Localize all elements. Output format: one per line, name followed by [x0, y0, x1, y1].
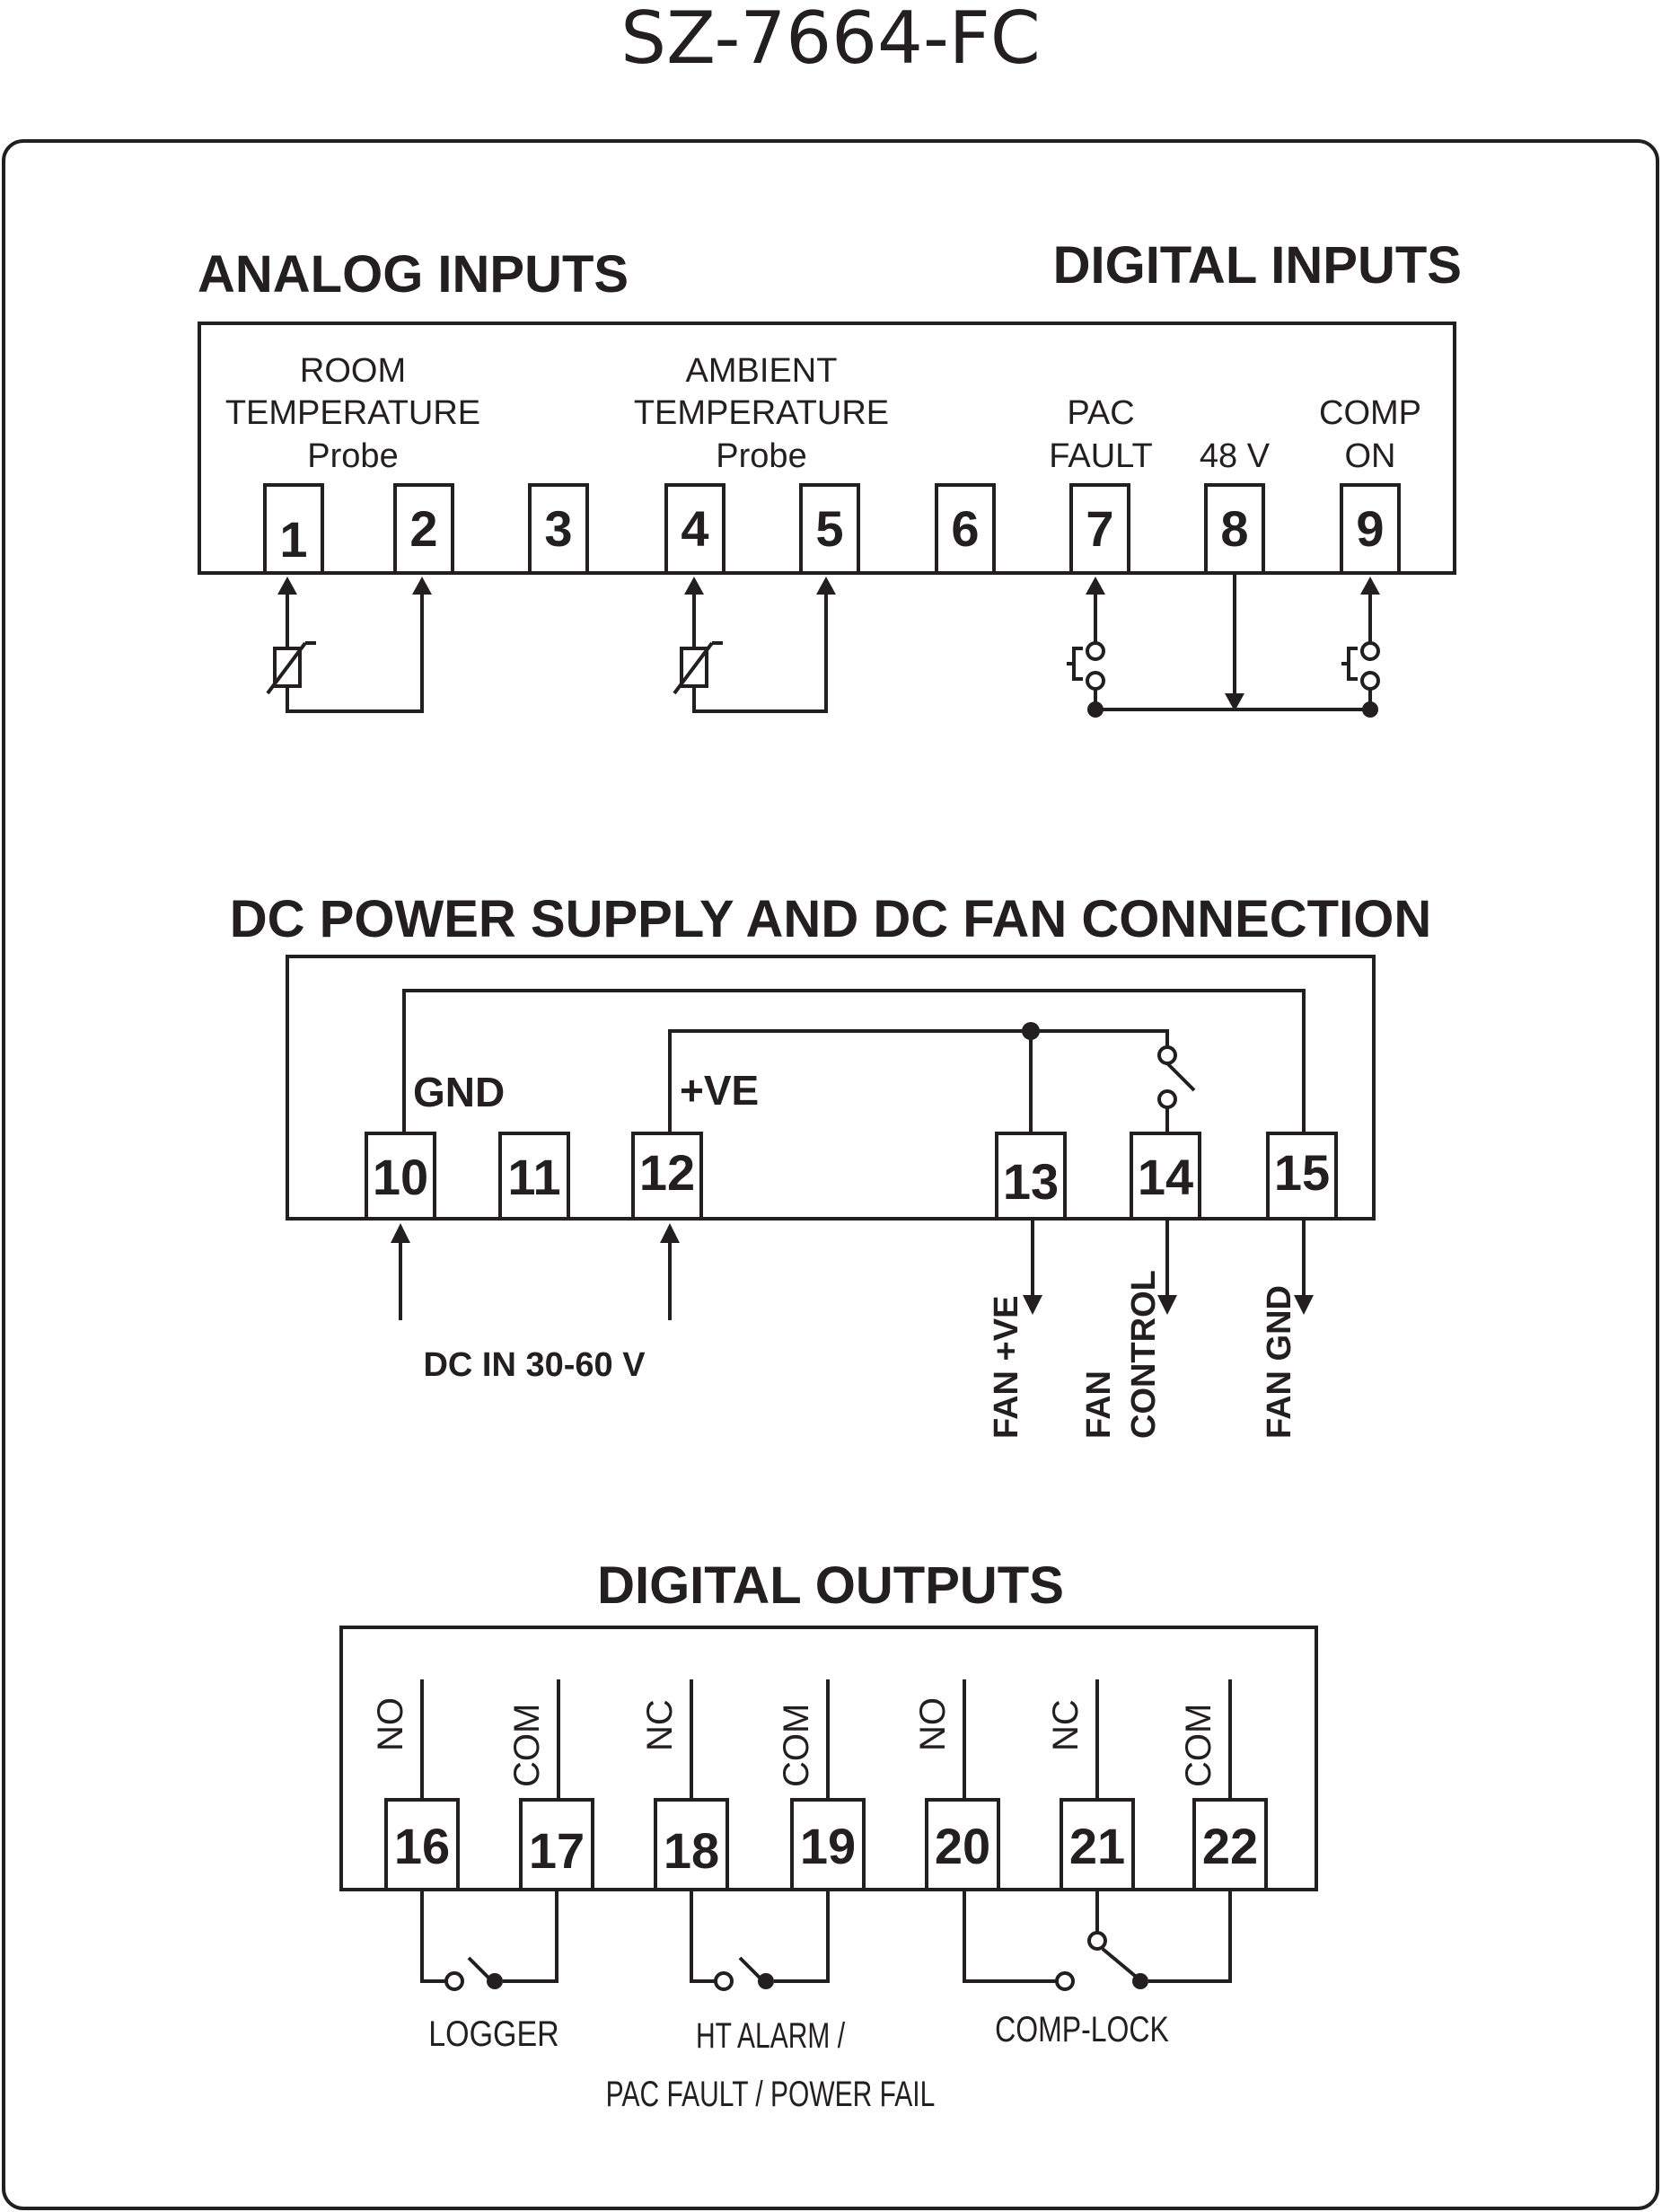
ht-alarm-label-2: PAC FAULT / POWER FAIL	[606, 2075, 936, 2114]
comp-lock-label: COMP-LOCK	[995, 2009, 1169, 2049]
ambient-label-3: Probe	[716, 437, 806, 475]
ambient-probe-wiring	[673, 577, 836, 713]
terminal-number: 9	[1356, 500, 1384, 557]
terminal-number: 11	[507, 1149, 560, 1205]
terminal-18: 18	[654, 1798, 729, 1891]
fan-gnd-label: FAN GND	[1261, 1285, 1298, 1439]
v48-label: 48 V	[1200, 437, 1271, 475]
terminal-number: 5	[815, 500, 843, 557]
ve-label: +VE	[680, 1067, 759, 1114]
terminal-number: 2	[409, 500, 437, 557]
terminal-number: 6	[951, 500, 979, 557]
logger-label: LOGGER	[428, 2013, 558, 2053]
room-probe-wiring	[266, 577, 432, 713]
digital-inputs-title: DIGITAL INPUTS	[1053, 236, 1462, 295]
terminal-20: 20	[925, 1798, 1000, 1891]
room-label-1: ROOM	[300, 352, 406, 390]
terminal-21: 21	[1060, 1798, 1135, 1891]
terminal-22: 22	[1192, 1798, 1268, 1891]
comp-on-label-2: ON	[1345, 437, 1396, 475]
terminal-number: 7	[1086, 500, 1113, 557]
terminal-number: 15	[1274, 1144, 1330, 1201]
terminal-17: 17	[519, 1798, 594, 1891]
digital-input-wiring	[1067, 573, 1380, 718]
terminal-2: 2	[393, 483, 454, 575]
terminal-11: 11	[498, 1132, 570, 1221]
fan-output-arrows	[1023, 1219, 1314, 1315]
contact-label: COM	[1179, 1704, 1218, 1787]
terminal-4: 4	[664, 483, 725, 575]
dc-in-label: DC IN 30-60 V	[423, 1346, 646, 1384]
terminal-15: 15	[1266, 1132, 1338, 1221]
terminal-8: 8	[1204, 483, 1265, 575]
pac-fault-label-2: FAULT	[1049, 437, 1152, 475]
logger-relay	[420, 1890, 558, 1991]
power-terminal-block	[286, 955, 1376, 1221]
power-section-title: DC POWER SUPPLY AND DC FAN CONNECTION	[230, 890, 1431, 948]
contact-label: NO	[913, 1697, 953, 1751]
fan-control-label-2: CONTROL	[1125, 1270, 1163, 1439]
ht-alarm-relay	[690, 1890, 830, 1991]
terminal-number: 21	[1069, 1818, 1125, 1874]
room-label-2: TEMPERATURE	[225, 394, 480, 432]
dc-in-arrows	[391, 1223, 680, 1320]
terminal-1: 1	[263, 483, 324, 575]
terminal-16: 16	[384, 1798, 460, 1891]
comp-lock-relay	[963, 1890, 1232, 1991]
terminal-13: 13	[995, 1132, 1067, 1221]
terminal-10: 10	[365, 1132, 436, 1221]
analog-inputs-title: ANALOG INPUTS	[198, 245, 629, 304]
contact-label: NC	[1046, 1699, 1086, 1751]
terminal-19: 19	[790, 1798, 866, 1891]
terminal-9: 9	[1340, 483, 1401, 575]
device-title: SZ-7664-FC	[620, 0, 1040, 80]
ambient-label-1: AMBIENT	[686, 352, 838, 390]
gnd-wire	[402, 989, 1306, 1133]
ht-alarm-label-1: HT ALARM /	[696, 2016, 845, 2056]
terminal-5: 5	[799, 483, 860, 575]
terminal-number: 16	[394, 1818, 450, 1874]
fan-ve-label: FAN +VE	[988, 1296, 1025, 1439]
room-label-3: Probe	[307, 437, 398, 475]
terminal-3: 3	[528, 483, 589, 575]
terminal-number: 1	[279, 511, 307, 568]
terminal-number: 17	[529, 1822, 585, 1879]
terminal-number: 19	[800, 1818, 856, 1874]
terminal-number: 13	[1003, 1153, 1059, 1210]
outer-frame	[2, 139, 1659, 2210]
terminal-number: 20	[935, 1818, 990, 1874]
terminal-12: 12	[631, 1132, 703, 1221]
terminal-6: 6	[935, 483, 996, 575]
terminal-14: 14	[1130, 1132, 1201, 1221]
output-contact-lines	[420, 1679, 1232, 1800]
terminal-number: 22	[1202, 1818, 1258, 1874]
fan-control-label-1: FAN	[1080, 1370, 1118, 1439]
terminal-number: 18	[664, 1822, 719, 1879]
digital-outputs-title: DIGITAL OUTPUTS	[597, 1556, 1064, 1615]
contact-label: NC	[640, 1699, 680, 1751]
terminal-number: 8	[1220, 500, 1248, 557]
ve-wire	[668, 1029, 1169, 1133]
terminal-7: 7	[1069, 483, 1130, 575]
terminal-number: 4	[681, 500, 708, 557]
contact-label: COM	[507, 1704, 547, 1787]
terminal-number: 3	[544, 500, 572, 557]
pac-fault-label-1: PAC	[1067, 394, 1134, 432]
ambient-label-2: TEMPERATURE	[634, 394, 889, 432]
terminal-number: 12	[639, 1144, 695, 1201]
comp-on-label-1: COMP	[1319, 394, 1421, 432]
terminal-number: 14	[1138, 1149, 1193, 1205]
terminal-number: 10	[373, 1149, 428, 1205]
contact-label: NO	[371, 1697, 410, 1751]
contact-label: COM	[777, 1704, 816, 1787]
fan-control-switch	[1157, 1045, 1196, 1133]
gnd-label: GND	[413, 1069, 505, 1115]
